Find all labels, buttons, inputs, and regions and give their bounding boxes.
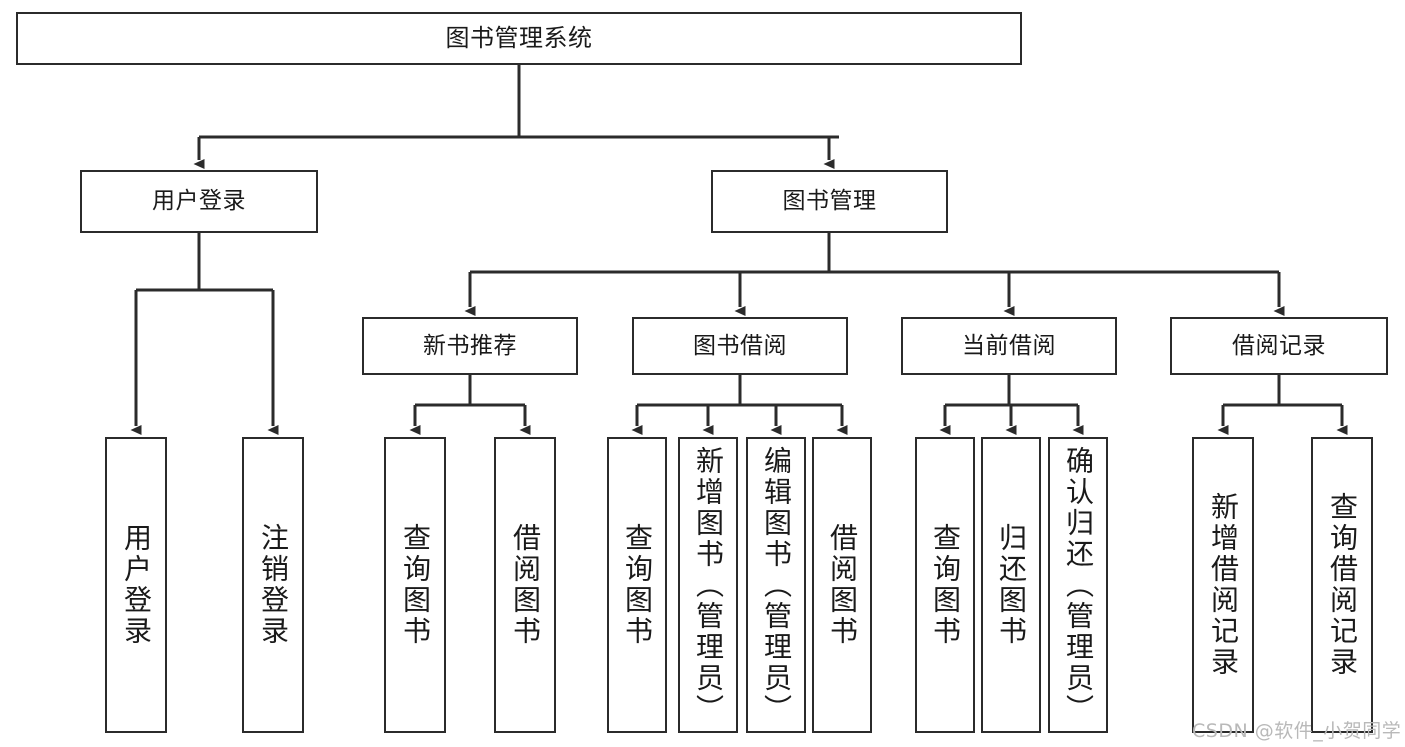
node-label: 查询借阅记录 — [1326, 492, 1359, 678]
node-label: 借阅记录 — [1232, 332, 1326, 359]
node-label: 用户登录 — [120, 523, 153, 647]
node-label: 新书推荐 — [423, 332, 517, 359]
node-label: 新增图书（管理员） — [692, 445, 725, 725]
node-label: 借阅图书 — [509, 523, 542, 647]
leaf-current-query-book[interactable]: 查询图书 — [915, 437, 975, 733]
node-label: 借阅图书 — [826, 523, 859, 647]
node-label: 归还图书 — [995, 523, 1028, 647]
node-current-borrow[interactable]: 当前借阅 — [901, 317, 1117, 375]
node-label: 编辑图书（管理员） — [760, 445, 793, 725]
leaf-user-login-logout[interactable]: 注销登录 — [242, 437, 304, 733]
node-book-borrow[interactable]: 图书借阅 — [632, 317, 848, 375]
node-borrow-record[interactable]: 借阅记录 — [1170, 317, 1388, 375]
node-label: 查询图书 — [621, 523, 654, 647]
node-label: 查询图书 — [399, 523, 432, 647]
leaf-record-add-record[interactable]: 新增借阅记录 — [1192, 437, 1254, 733]
node-label: 注销登录 — [257, 523, 290, 647]
node-label: 用户登录 — [152, 188, 246, 215]
leaf-record-query-record[interactable]: 查询借阅记录 — [1311, 437, 1373, 733]
node-label: 图书管理 — [782, 188, 877, 215]
leaf-current-confirm-return-admin[interactable]: 确认归还（管理员） — [1048, 437, 1108, 733]
node-book-management[interactable]: 图书管理 — [711, 170, 948, 233]
node-label: 确认归还（管理员） — [1062, 445, 1095, 725]
leaf-borrow-query-book[interactable]: 查询图书 — [607, 437, 667, 733]
node-new-book-recommend[interactable]: 新书推荐 — [362, 317, 578, 375]
leaf-borrow-add-book-admin[interactable]: 新增图书（管理员） — [678, 437, 738, 733]
node-label: 图书管理系统 — [445, 23, 593, 52]
node-label: 当前借阅 — [962, 332, 1056, 359]
leaf-borrow-edit-book-admin[interactable]: 编辑图书（管理员） — [746, 437, 806, 733]
node-user-login[interactable]: 用户登录 — [80, 170, 318, 233]
node-label: 新增借阅记录 — [1207, 492, 1240, 678]
leaf-user-login-login[interactable]: 用户登录 — [105, 437, 167, 733]
leaf-current-return-book[interactable]: 归还图书 — [981, 437, 1041, 733]
csdn-watermark: CSDN @软件_小贺同学 — [1192, 720, 1402, 742]
node-label: 图书借阅 — [693, 332, 787, 359]
leaf-borrow-borrow-book[interactable]: 借阅图书 — [812, 437, 872, 733]
leaf-recommend-query-book[interactable]: 查询图书 — [384, 437, 446, 733]
node-book-management-system[interactable]: 图书管理系统 — [16, 12, 1022, 65]
node-label: 查询图书 — [929, 523, 962, 647]
leaf-recommend-borrow-book[interactable]: 借阅图书 — [494, 437, 556, 733]
